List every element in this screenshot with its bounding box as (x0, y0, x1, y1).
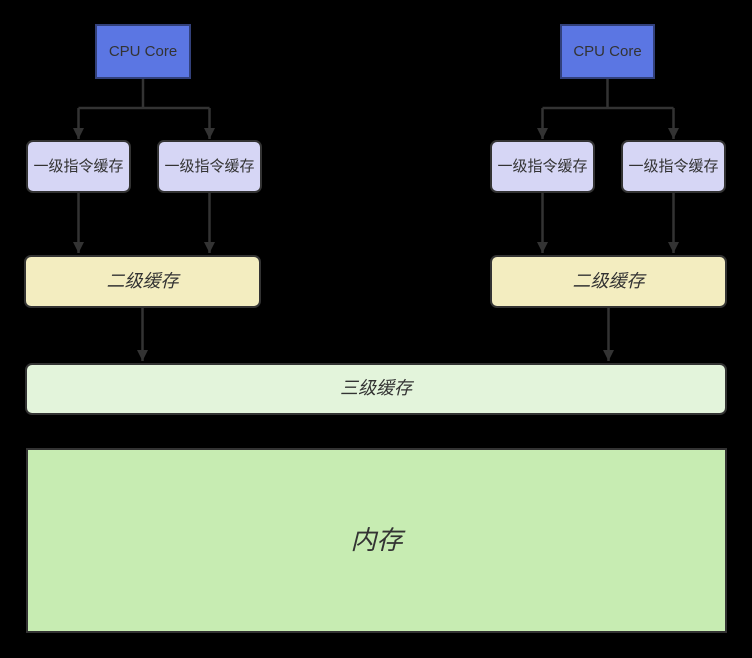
node-l1-cache-4-label: 一级指令缓存 (628, 157, 719, 175)
node-l2-cache-2-label: 二级缓存 (572, 270, 645, 291)
node-l1-cache-3-label: 一级指令缓存 (497, 157, 588, 175)
node-memory-label: 内存 (350, 524, 403, 555)
node-l2-cache-1: 二级缓存 (24, 255, 261, 308)
node-l1-instruction-cache-2: 一级指令缓存 (157, 140, 262, 193)
node-memory: 内存 (26, 448, 727, 633)
node-l2-cache-2: 二级缓存 (490, 255, 727, 308)
node-l3-cache-label: 三级缓存 (340, 378, 412, 399)
node-l1-instruction-cache-4: 一级指令缓存 (621, 140, 726, 193)
node-cpu-core-2: CPU Core (560, 24, 655, 79)
node-l3-cache: 三级缓存 (25, 363, 727, 415)
node-l1-instruction-cache-1: 一级指令缓存 (26, 140, 131, 193)
node-l1-cache-1-label: 一级指令缓存 (33, 157, 124, 175)
edge-cpu1-split (78, 79, 210, 110)
node-cpu-core-2-label: CPU Core (573, 42, 642, 60)
node-l2-cache-1-label: 二级缓存 (106, 270, 179, 291)
node-cpu-core-1-label: CPU Core (108, 42, 178, 60)
node-l1-instruction-cache-3: 一级指令缓存 (490, 140, 595, 193)
edge-cpu2-split (542, 79, 674, 110)
node-cpu-core-1: CPU Core (95, 24, 191, 79)
node-l1-cache-2-label: 一级指令缓存 (164, 157, 255, 175)
